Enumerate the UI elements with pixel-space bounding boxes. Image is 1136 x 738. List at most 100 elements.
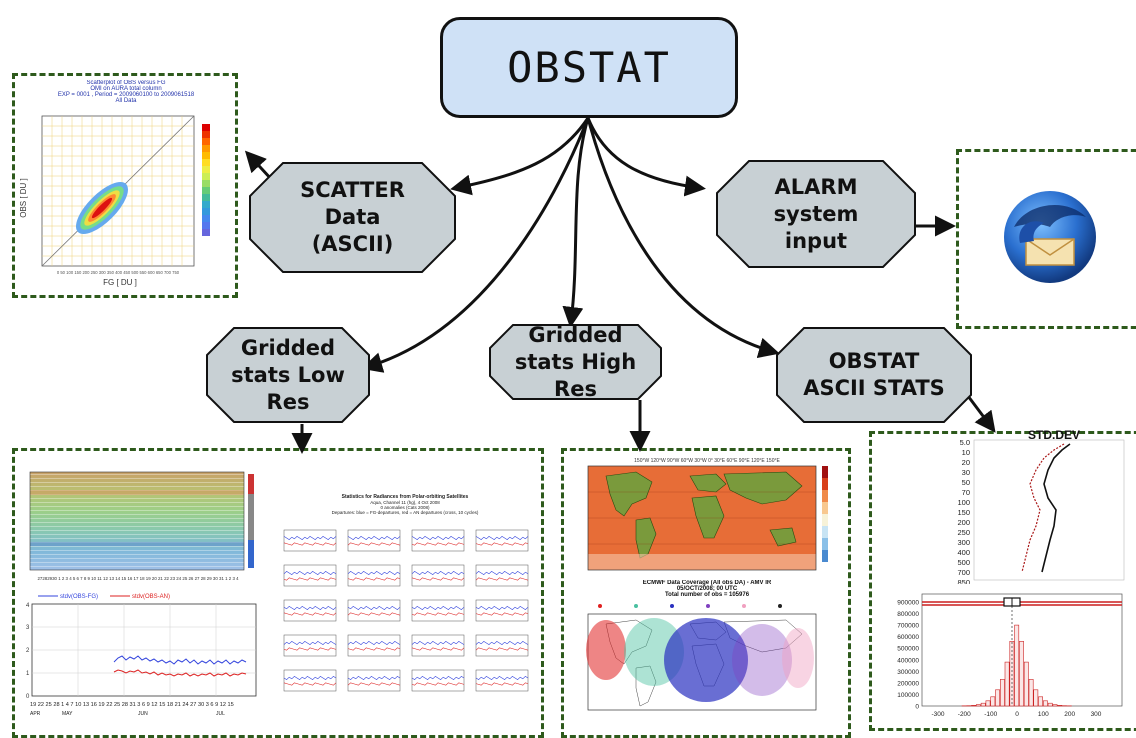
hist-bar	[1029, 679, 1033, 706]
hist-ytick: 600000	[897, 634, 919, 641]
profile-level-label: 100	[957, 498, 970, 507]
hist-bar	[972, 705, 976, 706]
multipanel-cell	[348, 600, 400, 621]
timeseries-plot: stdv(OBS-FG) stdv(OBS-AN) 0 1 2 3 4 19 2…	[18, 590, 266, 718]
month-jul: JUL	[216, 711, 225, 717]
hist-bar	[1015, 625, 1019, 706]
gridded-high-label: Gridded stats High Res	[496, 322, 656, 403]
profile-level-label: 50	[962, 478, 970, 487]
scatter-xticks: 0 50 100 150 200 250 300 350 400 450 500…	[57, 270, 180, 275]
departure-histogram: 900000 800000 700000 600000 500000 400000 3000…	[876, 588, 1132, 720]
profile-level-label: 30	[962, 468, 970, 477]
profile-level-label: 70	[962, 488, 970, 497]
hist-ytick: 700000	[897, 623, 919, 630]
hist-ytick: 500000	[897, 646, 919, 653]
hist-ytick: 400000	[897, 657, 919, 664]
multipanel-cell	[412, 530, 464, 551]
svg-text:3: 3	[26, 625, 30, 631]
profile-level-label: 200	[957, 518, 970, 527]
root-title: OBSTAT	[507, 43, 671, 92]
multipanel-cell	[348, 565, 400, 586]
map1-svg: 150°W 120°W 90°W 60°W 30°W 0° 30°E 60°E …	[566, 454, 848, 580]
multipanel-plot: Statistics for Radiances from Polar-orbi…	[272, 494, 538, 704]
profile-curve-fg	[1042, 444, 1070, 572]
scatter-plot: Scatterplot of OBS versus FG OMI on AURA…	[20, 80, 232, 292]
month-apr: APR	[30, 711, 41, 717]
hist-bar	[976, 705, 980, 706]
multipanel-cell	[476, 670, 528, 691]
multipanel-cell	[412, 635, 464, 656]
hist-xtick: -100	[984, 711, 997, 718]
svg-text:1: 1	[26, 671, 30, 677]
profile-level-label: 300	[957, 538, 970, 547]
ascii-stats-node: OBSTAT ASCII STATS	[774, 325, 974, 425]
month-may: MAY	[62, 711, 73, 717]
hist-bar	[1043, 701, 1047, 706]
thunderbird-mail-icon	[996, 183, 1104, 291]
obstat-root-node: OBSTAT	[440, 17, 738, 118]
hist-xtick: 200	[1064, 711, 1075, 718]
scatter-node: SCATTER Data (ASCII)	[247, 160, 458, 275]
hist-bar	[1053, 705, 1057, 706]
profile-level-label: 150	[957, 508, 970, 517]
hist-bar	[981, 703, 985, 706]
world-map-anomaly: 150°W 120°W 90°W 60°W 30°W 0° 30°E 60°E …	[566, 454, 848, 580]
multipanel-cell	[476, 600, 528, 621]
month-jun: JUN	[138, 711, 148, 717]
hist-ytick: 0	[915, 704, 919, 711]
hist-bar	[1058, 705, 1062, 706]
hist-bar	[1005, 662, 1009, 706]
hist-ytick: 800000	[897, 611, 919, 618]
histogram-svg: 900000 800000 700000 600000 500000 400000 3000…	[876, 588, 1132, 720]
profile-level-label: 250	[957, 528, 970, 537]
profile-level-label: 20	[962, 458, 970, 467]
multipanel-cell	[476, 635, 528, 656]
gridded-low-node: Gridded stats Low Res	[204, 325, 372, 425]
map1-lon-labels: 150°W 120°W 90°W 60°W 30°W 0° 30°E 60°E …	[634, 458, 780, 464]
hist-bar	[1019, 641, 1023, 706]
hovmoller-svg: 27282930 1 2 3 4 5 6 7 8 9 10 11 12 13 1…	[18, 470, 266, 586]
alarm-node-label: ALARM system input	[746, 174, 886, 255]
multipanel-cell	[284, 670, 336, 691]
scatter-xlabel: FG [ DU ]	[103, 278, 137, 287]
scatter-svg: FG [ DU ] OBS [ DU ] 0 50 100 150 200 25…	[20, 80, 232, 292]
hist-ytick: 900000	[897, 600, 919, 607]
hist-bar	[1039, 697, 1043, 706]
profile-level-label: 5.0	[960, 438, 970, 447]
multipanel-cell	[284, 530, 336, 551]
multipanel-grid	[272, 494, 538, 704]
ascii-stats-label: OBSTAT ASCII STATS	[794, 348, 954, 402]
profile-level-label: 10	[962, 448, 970, 457]
svg-text:0: 0	[26, 694, 30, 700]
hovmoller-plot: 27282930 1 2 3 4 5 6 7 8 9 10 11 12 13 1…	[18, 470, 266, 586]
map1-colorbar	[822, 466, 828, 562]
multipanel-cell	[284, 635, 336, 656]
multipanel-cell	[284, 600, 336, 621]
hist-ytick: 300000	[897, 669, 919, 676]
multipanel-cell	[412, 565, 464, 586]
hist-bar	[991, 697, 995, 706]
profile-level-label: 850	[957, 578, 970, 584]
hist-bar	[996, 690, 1000, 706]
alarm-node: ALARM system input	[714, 158, 918, 270]
gridded-high-node: Gridded stats High Res	[487, 322, 664, 402]
gridded-low-label: Gridded stats Low Res	[213, 335, 363, 416]
world-map-coverage: ECMWF Data Coverage (All obs DA) - AMV I…	[566, 580, 848, 718]
multipanel-cell	[348, 670, 400, 691]
scatter-ylabel: OBS [ DU ]	[20, 178, 28, 218]
hist-bar	[1034, 690, 1038, 706]
timeseries-svg: stdv(OBS-FG) stdv(OBS-AN) 0 1 2 3 4 19 2…	[18, 590, 266, 718]
profile-level-label: 400	[957, 548, 970, 557]
profile-level-label: 700	[957, 568, 970, 577]
hist-xtick: 0	[1015, 711, 1019, 718]
multipanel-cell	[476, 530, 528, 551]
scatter-colorbar	[202, 124, 210, 236]
scatter-node-label: SCATTER Data (ASCII)	[283, 177, 423, 258]
multipanel-cell	[284, 565, 336, 586]
svg-text:2: 2	[26, 648, 30, 654]
legend-an: stdv(OBS-AN)	[132, 594, 170, 600]
svg-text:4: 4	[26, 603, 30, 609]
timeseries-xticks: 19 22 25 28 1 4 7 10 13 16 19 22 25 28 3…	[30, 702, 234, 708]
